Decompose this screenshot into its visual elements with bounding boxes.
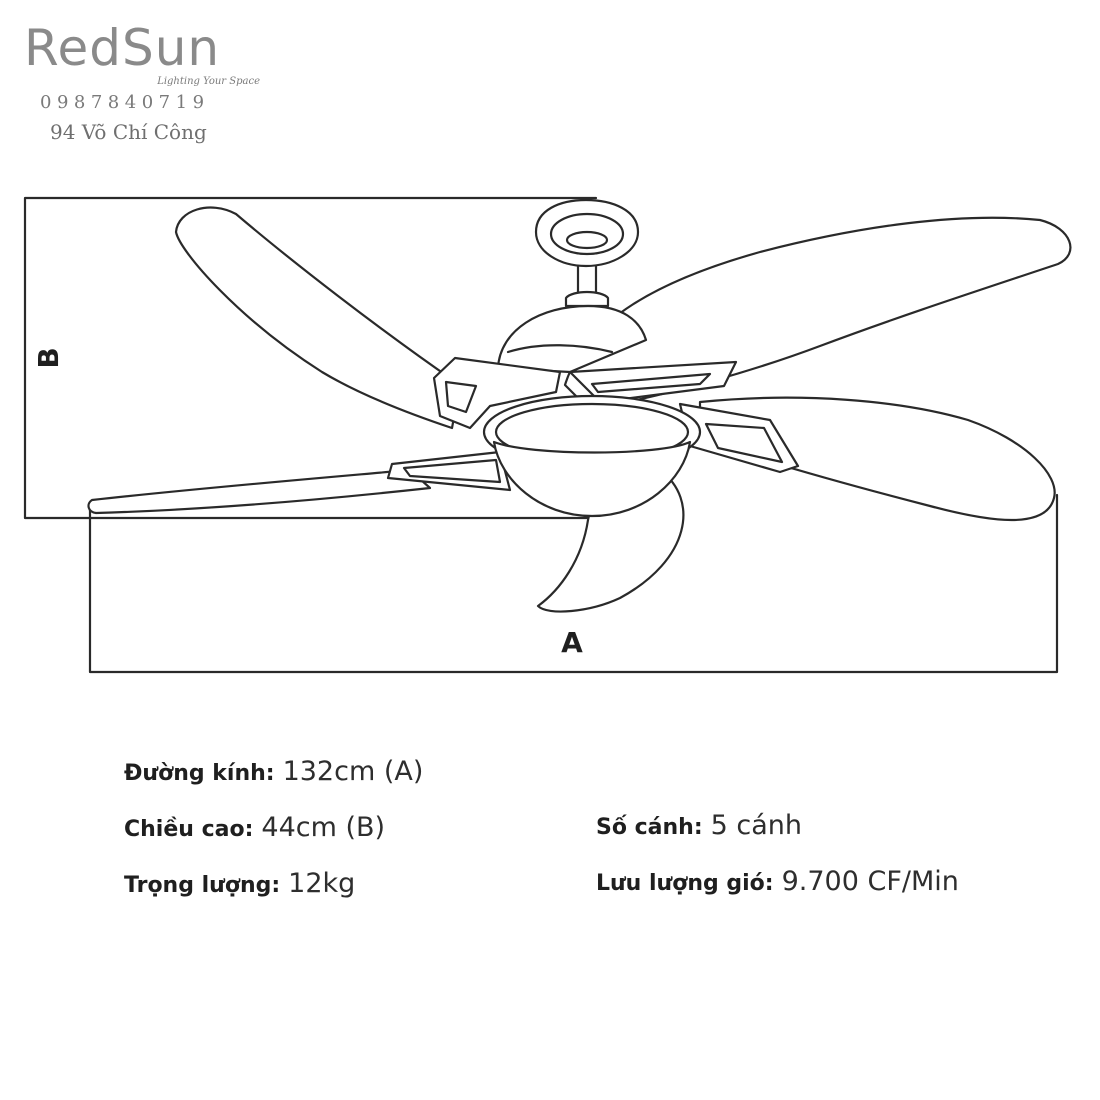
brand-tagline: Lighting Your Space [157, 76, 260, 87]
spec-weight-value: 12kg [288, 868, 356, 899]
spec-blades-label: Số cánh: [596, 815, 703, 840]
canopy-core [565, 230, 609, 250]
spec-diameter-label: Đường kính: [124, 761, 275, 786]
blade-lower-left [87, 468, 432, 515]
canopy-inner [549, 212, 625, 256]
blade-upper-right [563, 216, 1072, 412]
spec-height-value: 44cm (B) [261, 812, 386, 843]
width-dimension-label: A [561, 626, 583, 659]
height-dimension-box [23, 196, 598, 520]
height-dimension-label: B [32, 347, 65, 368]
light-kit-glass [492, 440, 692, 518]
width-dimension-box [88, 493, 1059, 674]
spec-diameter: Đường kính: 132cm (A) [124, 756, 423, 787]
spec-weight: Trọng lượng: 12kg [124, 868, 355, 899]
blade-arm-slot [444, 380, 478, 414]
motor-housing [496, 304, 648, 374]
blade-upper-left [174, 206, 462, 430]
downrod [576, 264, 598, 296]
fan-dimension-diagram: B A [23, 196, 1072, 674]
spec-blades-value: 5 cánh [710, 810, 803, 841]
spec-blades: Số cánh: 5 cánh [596, 810, 802, 841]
spec-diameter-value: 132cm (A) [282, 756, 424, 787]
brand-name: RedSun [24, 19, 221, 77]
spec-airflow-label: Lưu lượng gió: [596, 871, 774, 896]
blade-arm-slot [704, 422, 784, 464]
blade-arm-slot [402, 458, 502, 484]
spec-airflow-value: 9.700 CF/Min [781, 866, 959, 897]
motor-rim [506, 344, 614, 354]
spec-airflow: Lưu lượng gió: 9.700 CF/Min [596, 866, 959, 897]
spec-height-label: Chiều cao: [124, 817, 254, 842]
downrod-collar [564, 290, 610, 308]
brand-logo: RedSun Lighting Your Space [24, 18, 264, 87]
spec-height: Chiều cao: 44cm (B) [124, 812, 385, 843]
brand-phone: 0987840719 [40, 92, 210, 113]
spec-weight-label: Trọng lượng: [124, 873, 281, 898]
blade-arm-slot [590, 372, 712, 394]
brand-address: 94 Võ Chí Công [50, 120, 207, 144]
blade-lower-right [698, 396, 1056, 521]
